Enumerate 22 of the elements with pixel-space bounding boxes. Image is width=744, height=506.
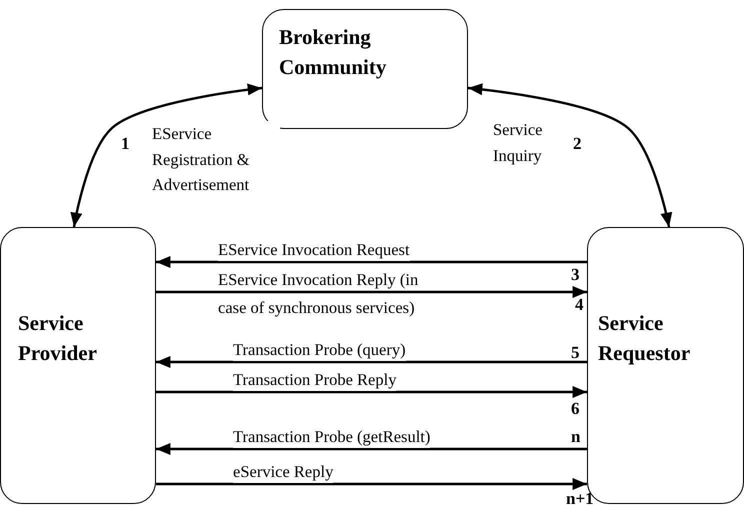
arrow (156, 286, 587, 298)
arrow (468, 83, 672, 228)
arrow (156, 256, 587, 268)
step-number: 6 (571, 400, 580, 417)
arrow (156, 443, 587, 455)
arrow (156, 478, 587, 490)
step-number: 1 (121, 135, 130, 152)
step-number: 5 (571, 344, 580, 361)
rounded-box (0, 227, 156, 504)
step-number: 3 (571, 266, 580, 283)
step-number: n (571, 428, 580, 445)
node-title: Service Provider (18, 310, 98, 368)
arrow (156, 386, 587, 398)
step-number: n+1 (566, 490, 594, 506)
step-number: 2 (573, 135, 582, 152)
node-title: Service Requestor (598, 310, 692, 368)
edge-label: EService Invocation Reply (in case of synchronous services) (218, 269, 420, 319)
node-title: Brokering Community (279, 24, 388, 82)
arrow (156, 356, 587, 368)
step-number: 4 (575, 296, 584, 313)
arrow (70, 84, 262, 228)
rounded-box (262, 9, 468, 129)
